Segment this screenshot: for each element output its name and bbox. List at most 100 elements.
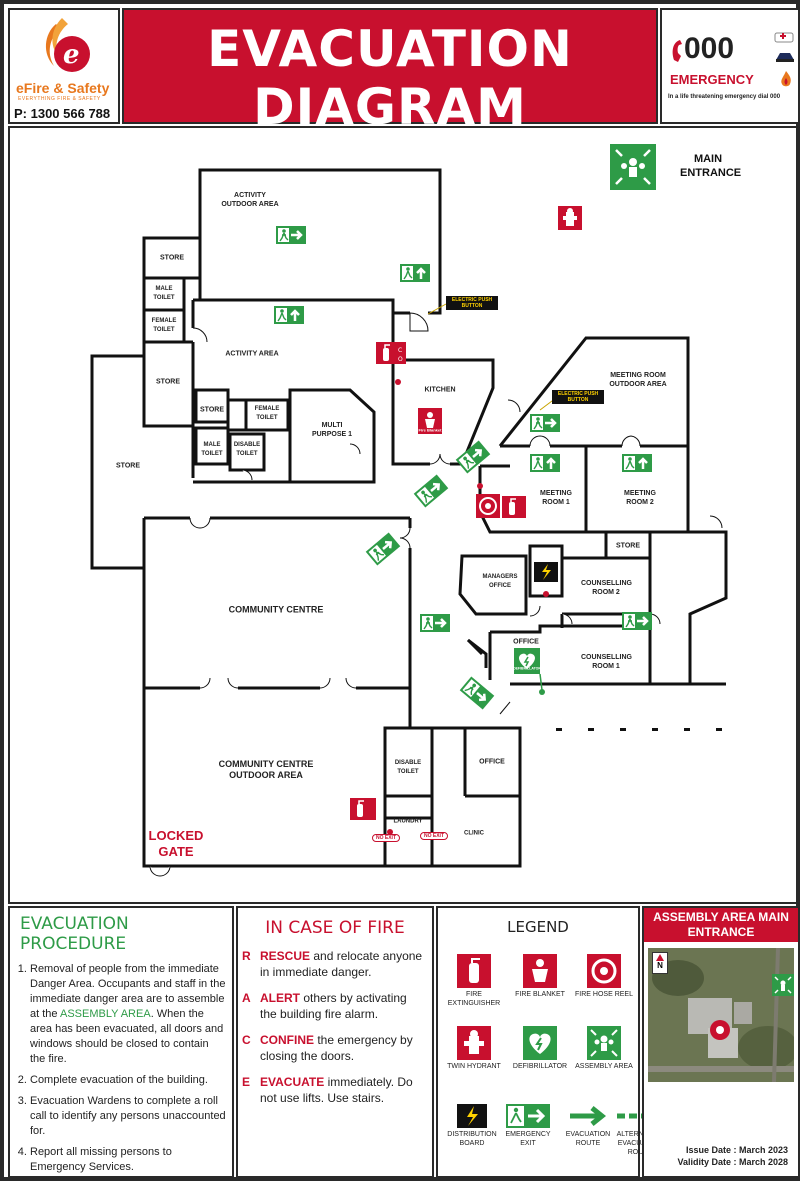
legend-fire-blanket: FIRE BLANKET xyxy=(510,954,570,999)
push-button-tag: ELECTRIC PUSH BUTTON xyxy=(446,296,498,310)
legend-defibrillator: DEFIBRILLATOR xyxy=(510,1026,570,1071)
fire-extinguisher-icon: CO xyxy=(375,341,406,365)
room-label: COMMUNITY CENTRE OUTDOOR AREA xyxy=(218,759,314,780)
room-label: COMMUNITY CENTRE xyxy=(228,604,324,615)
assembly-area-panel: ASSEMBLY AREA MAIN ENTRANCE N xyxy=(642,906,800,1178)
room-label: ACTIVITY OUTDOOR AREA xyxy=(221,192,279,208)
fire-blanket-icon xyxy=(523,954,557,988)
fire-flame-icon xyxy=(781,71,791,87)
north-indicator: N xyxy=(652,952,668,974)
fire-hose-reel-icon xyxy=(476,494,500,518)
emergency-exit-icon xyxy=(620,610,654,632)
procedure-step-4: Report all missing persons to Emergency … xyxy=(30,1145,226,1175)
svg-text:e: e xyxy=(63,40,80,70)
room-label: LAUNDRY xyxy=(393,818,423,825)
issue-dates: Issue Date : March 2023 Validity Date : … xyxy=(677,1144,788,1168)
twin-hydrant-icon xyxy=(558,206,582,230)
room-label: ACTIVITY AREA xyxy=(225,350,279,358)
procedure-title: EVACUATION PROCEDURE xyxy=(20,914,129,954)
room-label: FEMALE TOILET xyxy=(151,318,177,333)
floor-plan-drawing: CO xyxy=(90,144,728,877)
room-label: STORE xyxy=(116,462,140,470)
validity-date: Validity Date : March 2028 xyxy=(677,1157,788,1167)
procedure-steps: Removal of people from the immediate Dan… xyxy=(10,962,226,1175)
fire-extinguisher-icon xyxy=(457,954,491,988)
legend-fire-hose-reel: FIRE HOSE REEL xyxy=(574,954,634,999)
room-label: COUNSELLING ROOM 1 xyxy=(581,654,632,670)
aerial-map-image xyxy=(648,948,794,1082)
fire-blanket-icon xyxy=(418,408,442,434)
room-label: OFFICE xyxy=(513,638,539,646)
evacuation-procedure-panel: EVACUATION PROCEDURE Removal of people f… xyxy=(8,906,234,1178)
emergency-number: 000 xyxy=(684,32,735,65)
emergency-exit-icon xyxy=(272,304,306,326)
race-step-confine: C CONFINE the emergency by closing the d… xyxy=(242,1033,413,1063)
push-button-tag: ELECTRIC PUSH BUTTON xyxy=(552,390,604,404)
room-label: DISABLE TOILET xyxy=(233,442,261,457)
room-label: MEETING ROOM 1 xyxy=(540,490,572,506)
legend-assembly-area: ASSEMBLY AREA xyxy=(574,1026,634,1071)
phone-icon xyxy=(672,40,682,62)
aerial-photo: N xyxy=(648,948,794,1082)
legend-evacuation-route: EVACUATION ROUTE xyxy=(558,1104,618,1148)
locked-gate-label: LOCKED GATE xyxy=(148,828,204,859)
legend-distribution-board: DISTRIBUTION BOARD xyxy=(442,1104,502,1148)
legend-twin-hydrant: TWIN HYDRANT xyxy=(444,1026,504,1071)
issue-date: Issue Date : March 2023 xyxy=(685,1145,788,1155)
race-step-evacuate: E EVACUATE immediately. Do not use lifts… xyxy=(242,1075,413,1105)
assembly-area-icon xyxy=(610,144,656,190)
emergency-exit-icon xyxy=(458,675,496,711)
procedure-step-2: Complete evacuation of the building. xyxy=(30,1073,226,1088)
race-step-rescue: R RESCUE and relocate anyone in immediat… xyxy=(242,949,423,979)
room-label: CLINIC xyxy=(464,830,484,837)
emergency-exit-icon xyxy=(620,452,654,474)
legend-fire-extinguisher: FIRE EXTINGUISHER xyxy=(444,954,504,1008)
room-label: MALE TOILET xyxy=(201,442,223,457)
in-case-of-fire-panel: IN CASE OF FIRE R RESCUE and relocate an… xyxy=(236,906,434,1178)
room-label: STORE xyxy=(200,406,224,414)
emergency-exit-icon xyxy=(412,473,450,509)
brand-name: eFire & Safety xyxy=(16,80,110,96)
room-label: DISABLE TOILET xyxy=(394,760,422,775)
fire-extinguisher-icon xyxy=(349,797,376,821)
emergency-exit-icon xyxy=(454,439,492,475)
svg-text:O: O xyxy=(398,356,403,363)
title-banner: EVACUATION DIAGRAM EVELYN GRIBBLE COMMUN… xyxy=(122,8,658,184)
fire-hose-reel-icon xyxy=(587,954,621,988)
defibrillator-tag: DEFIBRILLATOR xyxy=(513,666,541,671)
room-label: STORE xyxy=(160,254,184,262)
room-label: MEETING ROOM OUTDOOR AREA xyxy=(609,372,667,388)
evacuation-route-arrow-icon xyxy=(570,1106,607,1126)
police-icon xyxy=(776,53,794,62)
distribution-board-icon xyxy=(457,1104,487,1128)
emergency-exit-icon xyxy=(528,452,562,474)
company-phone: P: 1300 566 788 xyxy=(14,106,111,121)
emergency-label: EMERGENCY xyxy=(670,72,754,87)
site-address: EVELYN GRIBBLE COMMUNITY CENTRE - 140 NI… xyxy=(127,152,653,184)
room-label: MANAGERS OFFICE xyxy=(482,574,518,589)
twin-hydrant-icon xyxy=(457,1026,491,1060)
room-label: STORE xyxy=(156,378,180,386)
svg-text:C: C xyxy=(398,347,402,354)
race-step-alert: A ALERT others by activating the buildin… xyxy=(242,991,407,1021)
room-label: FEMALE TOILET xyxy=(254,406,280,421)
room-label: MEETING ROOM 2 xyxy=(624,490,656,506)
legend-emergency-exit: EMERGENCY EXIT xyxy=(498,1104,558,1148)
emergency-note: In a life threatening emergency dial 000 xyxy=(668,94,781,100)
you-are-here-marker-icon xyxy=(710,1020,730,1040)
room-label: STORE xyxy=(616,542,640,550)
room-label: COUNSELLING ROOM 2 xyxy=(581,580,632,596)
emergency-panel: 000 EMERGENCY In a life threatening emer… xyxy=(660,8,800,124)
emergency-exit-icon xyxy=(418,612,452,634)
legend-panel: LEGEND FIRE EXTINGUISHER FIRE BLANKET FI… xyxy=(436,906,663,1178)
procedure-step-1: Removal of people from the immediate Dan… xyxy=(30,962,226,1067)
no-exit-tag: NO EXIT xyxy=(372,834,401,842)
emergency-exit-icon xyxy=(506,1104,550,1128)
emergency-exit-icon xyxy=(274,224,308,246)
company-logo-panel: e eFire & Safety EVERYTHING FIRE & SAFET… xyxy=(8,8,120,124)
ambulance-icon xyxy=(774,32,794,43)
room-label: MALE TOILET xyxy=(153,286,175,301)
main-entrance-label: MAIN ENTRANCE xyxy=(680,153,742,179)
